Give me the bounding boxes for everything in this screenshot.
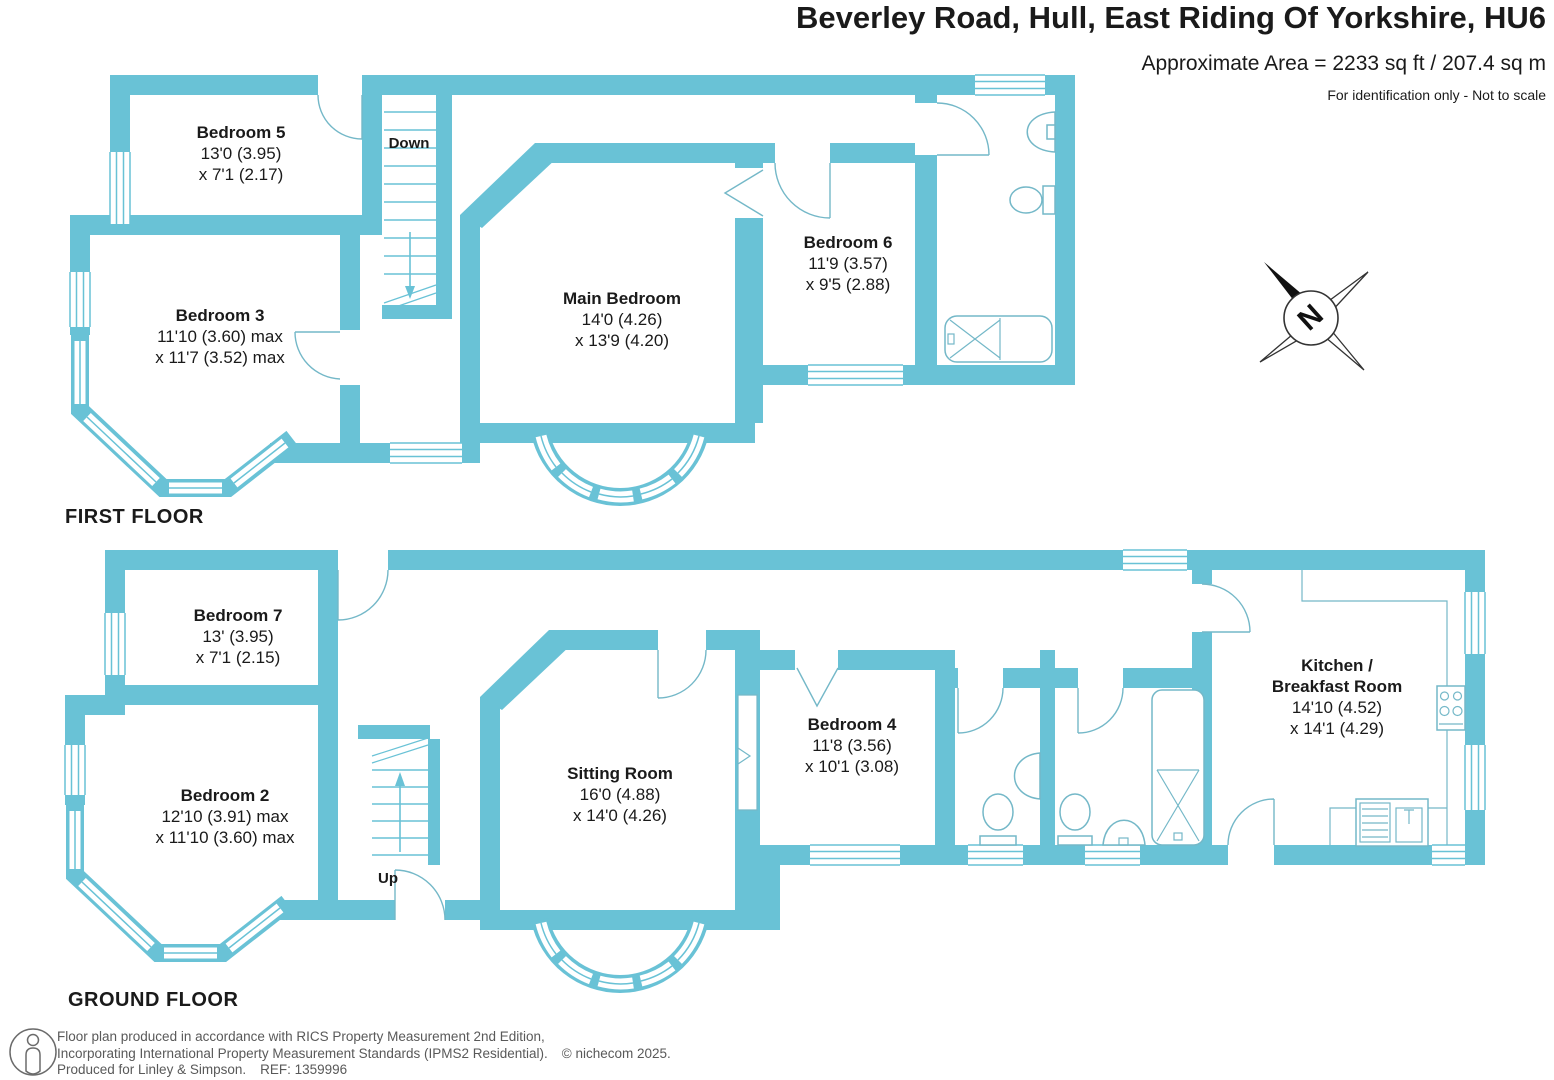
compass-icon bbox=[1259, 262, 1369, 371]
toilet-icon bbox=[982, 793, 1014, 831]
double-door-bedroom4 bbox=[796, 667, 839, 708]
bathroom-fixtures bbox=[1057, 689, 1205, 846]
room-label-bedroom4: Bedroom 4 11'8 (3.56) x 10'1 (3.08) bbox=[805, 715, 899, 776]
stairs-down bbox=[383, 111, 437, 312]
first-floor-bathroom-fixtures bbox=[944, 111, 1056, 363]
room-label-bedroom3: Bedroom 3 11'10 (3.60) max x 11'7 (3.52)… bbox=[155, 306, 285, 367]
copyright: © nichecom 2025. bbox=[561, 1045, 671, 1061]
ground-floor-plan bbox=[64, 549, 1486, 993]
footer: Floor plan produced in accordance with R… bbox=[57, 1029, 671, 1079]
first-floor-label: FIRST FLOOR bbox=[65, 506, 204, 528]
room-label-sitting-room: Sitting Room 16'0 (4.88) x 14'0 (4.26) bbox=[567, 764, 673, 825]
scale-disclaimer: For identification only - Not to scale bbox=[1327, 87, 1546, 103]
sink-icon bbox=[1026, 111, 1056, 153]
person-icon bbox=[9, 1028, 57, 1076]
sink-bracket bbox=[1046, 124, 1056, 140]
ground-floor-doors bbox=[337, 550, 1275, 921]
toilet-cistern-icon bbox=[1057, 835, 1093, 846]
bathtub-icon bbox=[944, 315, 1053, 363]
sink-icon bbox=[1102, 819, 1146, 846]
room-label-bedroom5: Bedroom 5 13'0 (3.95) x 7'1 (2.17) bbox=[196, 123, 286, 184]
room-label-bedroom2: Bedroom 2 12'10 (3.91) max x 11'10 (3.60… bbox=[155, 786, 295, 847]
front-door bbox=[337, 569, 389, 621]
stairs-up bbox=[371, 737, 429, 856]
first-floor-windows bbox=[69, 74, 1045, 464]
approximate-area: Approximate Area = 2233 sq ft / 207.4 sq… bbox=[1141, 52, 1547, 75]
ground-floor-label: GROUND FLOOR bbox=[68, 989, 239, 1011]
first-floor-plan bbox=[69, 74, 1075, 506]
toilet-cistern-icon bbox=[1042, 185, 1056, 215]
kitchen-fixtures bbox=[1301, 570, 1466, 847]
double-door-main-bedroom bbox=[723, 169, 764, 217]
sink-icon bbox=[1013, 752, 1041, 800]
room-label-kitchen: Kitchen / Breakfast Room 14'10 (4.52) x … bbox=[1271, 656, 1403, 738]
stairs-down-label: Down bbox=[388, 135, 430, 152]
toilet-icon bbox=[1009, 186, 1043, 214]
stairs-up-label: Up bbox=[378, 870, 398, 887]
footer-line-3: Produced for Linley & Simpson.REF: 13599… bbox=[57, 1062, 348, 1077]
toilet-cistern-icon bbox=[979, 835, 1017, 846]
room-label-main-bedroom: Main Bedroom 14'0 (4.26) x 13'9 (4.20) bbox=[562, 289, 682, 350]
room-label-bedroom6: Bedroom 6 11'9 (3.57) x 9'5 (2.88) bbox=[803, 233, 893, 294]
ground-floor-windows bbox=[64, 549, 1486, 866]
toilet-icon bbox=[1059, 793, 1091, 831]
footer-line-1: Floor plan produced in accordance with R… bbox=[57, 1029, 545, 1044]
footer-line-2: Incorporating International Property Mea… bbox=[57, 1045, 671, 1061]
bathtub-icon bbox=[1151, 689, 1205, 846]
page-title: Beverley Road, Hull, East Riding Of York… bbox=[796, 0, 1546, 35]
first-floor-doors bbox=[294, 75, 990, 385]
room-label-bedroom7: Bedroom 7 13' (3.95) x 7'1 (2.15) bbox=[193, 606, 283, 667]
reference-number: REF: 1359996 bbox=[260, 1062, 348, 1077]
wc-fixtures bbox=[979, 752, 1041, 846]
